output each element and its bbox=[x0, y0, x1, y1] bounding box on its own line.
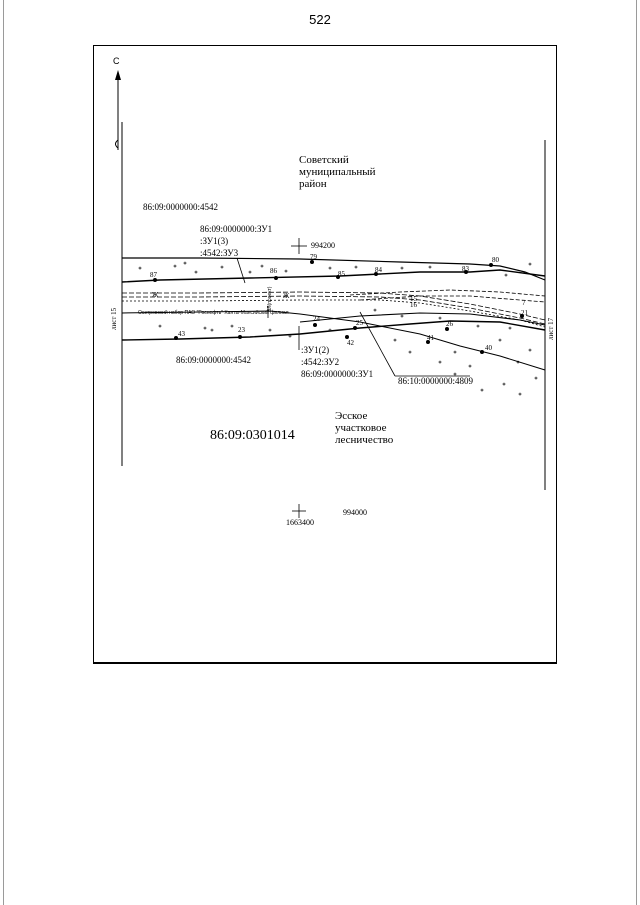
forestry-label-line1: Эсское bbox=[335, 410, 368, 422]
point-marker bbox=[480, 350, 484, 354]
north-zu-label-1: 86:09:0000000:ЗУ1 bbox=[200, 224, 273, 234]
point-marker bbox=[464, 270, 468, 274]
south-zu-label-1: :ЗУ1(2) bbox=[301, 345, 330, 355]
point-marker bbox=[374, 272, 378, 276]
south-boundary-bold bbox=[121, 320, 546, 341]
north-arrow-tail bbox=[115, 139, 119, 149]
point-number: 24 bbox=[313, 315, 320, 323]
boundary-point-markers bbox=[153, 260, 524, 354]
coord-top-label: 994200 bbox=[311, 241, 335, 250]
point-number: 80 bbox=[492, 256, 499, 264]
cadastral-block-label: 86:09:0301014 bbox=[210, 428, 295, 443]
pipeline-label: Осетровский набор ПАО "Роснефть" Ханты-М… bbox=[138, 310, 289, 316]
north-zu-label-3: :4542:ЗУ3 bbox=[200, 248, 239, 258]
page-edge-left bbox=[3, 0, 4, 905]
point-marker bbox=[445, 327, 449, 331]
point-marker bbox=[174, 336, 178, 340]
north-label: С bbox=[113, 56, 120, 66]
leader-north-zu bbox=[236, 257, 246, 284]
other-parcel-label: 86:10:0000000:4809 bbox=[398, 376, 474, 386]
pipeline-line-1 bbox=[122, 291, 546, 321]
point-marker bbox=[238, 335, 242, 339]
point-marker bbox=[274, 276, 278, 280]
north-arrow-icon bbox=[115, 70, 121, 80]
district-label-line1: Советский bbox=[299, 154, 349, 166]
point-number: 41 bbox=[427, 334, 434, 342]
pipeline-branch-1 bbox=[349, 289, 546, 297]
point-marker bbox=[153, 278, 157, 282]
map-frame-bottom-edge bbox=[93, 662, 557, 664]
point-number: 84 bbox=[375, 266, 382, 274]
point-number: 83 bbox=[462, 265, 469, 273]
point-number: 87 bbox=[150, 271, 157, 279]
point-marker bbox=[313, 323, 317, 327]
point-number: 16 bbox=[410, 301, 417, 309]
forestry-label-line3: лесничество bbox=[335, 434, 394, 446]
point-number: Ж bbox=[283, 292, 290, 300]
coord-bottom-x-label: 1663400 bbox=[286, 518, 314, 527]
point-marker bbox=[426, 340, 430, 344]
district-label-line3: район bbox=[299, 178, 327, 190]
point-number: 26 bbox=[446, 320, 453, 328]
south-boundary-thin bbox=[121, 310, 546, 371]
point-number: 43 bbox=[178, 330, 185, 338]
point-marker bbox=[353, 326, 357, 330]
north-boundary-outer bbox=[122, 257, 546, 281]
south-zu-label-3: 86:09:0000000:ЗУ1 bbox=[301, 369, 374, 379]
point-marker bbox=[336, 275, 340, 279]
left-sheet-label: лист 15 bbox=[110, 307, 118, 330]
point-number: 7 bbox=[522, 299, 526, 307]
south-zu-label-2: :4542:ЗУ2 bbox=[301, 357, 340, 367]
point-number: 15 bbox=[410, 295, 417, 303]
terrain-marks bbox=[138, 261, 538, 396]
vertical-line-label: ВЛ(проект) bbox=[267, 286, 273, 312]
north-zu-label-2: :ЗУ1(3) bbox=[200, 236, 229, 246]
point-number: 85 bbox=[338, 270, 345, 278]
point-number: 86 bbox=[270, 267, 277, 275]
point-number: 40 bbox=[485, 344, 492, 352]
pipeline-branch-2 bbox=[359, 295, 546, 303]
pipeline-line-2 bbox=[122, 295, 546, 325]
leader-4809 bbox=[359, 311, 396, 377]
point-marker bbox=[489, 263, 493, 267]
point-marker bbox=[310, 260, 314, 264]
point-number: 21 bbox=[521, 309, 528, 317]
coord-bottom-y-label: 994000 bbox=[343, 508, 367, 517]
district-label-line2: муниципальный bbox=[299, 166, 376, 178]
point-marker bbox=[520, 314, 524, 318]
south-parcel-label: 86:09:0000000:4542 bbox=[176, 355, 252, 365]
point-number: Ж bbox=[152, 291, 159, 299]
forestry-label-line2: участковое bbox=[335, 422, 387, 434]
north-boundary-inner bbox=[121, 269, 546, 283]
point-number: 23 bbox=[238, 326, 245, 334]
point-number: 79 bbox=[310, 253, 317, 261]
point-number: 42 bbox=[347, 339, 354, 347]
point-number: 25 bbox=[356, 319, 363, 327]
right-sheet-label: лист 17 bbox=[547, 317, 555, 340]
north-parcel-label: 86:09:0000000:4542 bbox=[143, 202, 219, 212]
south-boundary-mid bbox=[299, 312, 546, 326]
point-marker bbox=[345, 335, 349, 339]
page-edge-right bbox=[636, 0, 637, 905]
page-number: 522 bbox=[309, 12, 331, 27]
